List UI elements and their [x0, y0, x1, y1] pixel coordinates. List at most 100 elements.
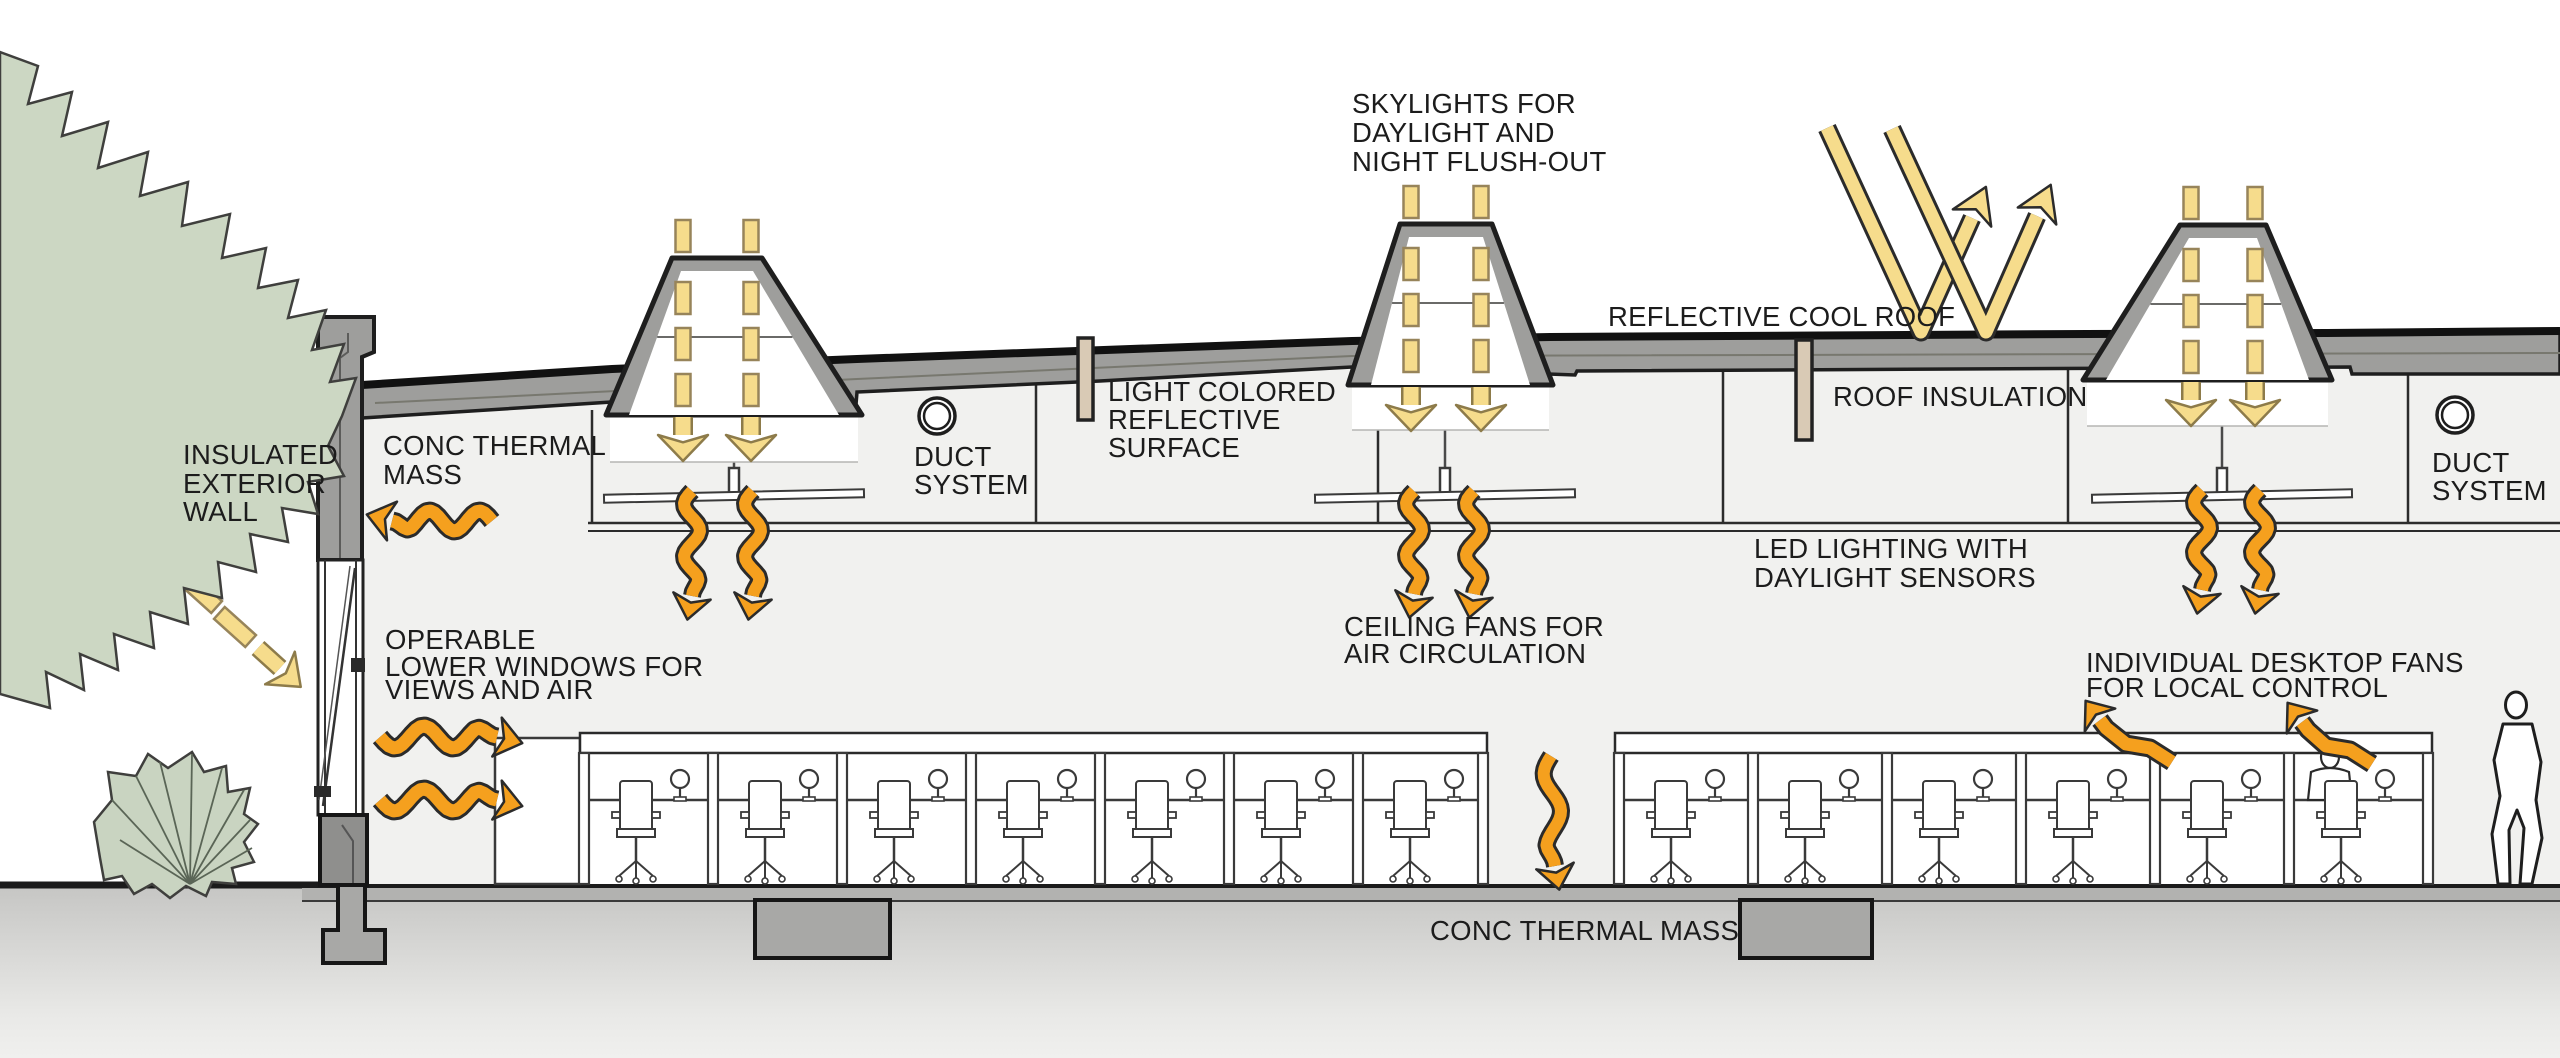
chair-caster — [1165, 875, 1173, 883]
daylight-dash — [2246, 247, 2264, 283]
chair-armrest — [1296, 811, 1306, 819]
desktop-fan — [1838, 768, 1860, 802]
chair-seat — [2053, 828, 2093, 838]
desktop-fan-head — [1972, 768, 1994, 790]
window-latch — [351, 658, 365, 672]
sun-ray-arrow — [251, 640, 302, 689]
desktop-fan-head — [1185, 768, 1207, 790]
partition-post — [2148, 751, 2162, 886]
label-line: CONC THERMAL — [383, 430, 606, 461]
wall-base-profile — [341, 824, 354, 883]
skylight-monitor — [603, 218, 865, 463]
desktop-fan — [1056, 768, 1078, 802]
standing-person — [2490, 690, 2544, 886]
desktop-fan-airflow-arrow — [2285, 701, 2378, 773]
window-open-pane — [321, 567, 357, 807]
chair-leg — [1263, 860, 1282, 877]
wall-base — [318, 813, 369, 887]
label-desktop-fans: INDIVIDUAL DESKTOP FANS FOR LOCAL CONTRO… — [2086, 647, 2463, 703]
fan-airflow-arrow-head — [2240, 584, 2280, 615]
label-conc-thermal-mass-wall: CONC THERMAL MASS — [383, 430, 606, 490]
floor-footing-left — [753, 898, 892, 960]
chair-leg — [1670, 860, 1689, 877]
label-line: DAYLIGHT SENSORS — [1754, 562, 2036, 593]
chair-leg — [2072, 860, 2091, 877]
office-chair — [1780, 780, 1830, 885]
window-airflow-arrow-shaft — [375, 782, 499, 818]
chair-caster — [2086, 875, 2094, 883]
desktop-fan — [927, 768, 949, 802]
label-line: LED LIGHTING WITH — [1754, 533, 2028, 564]
office-chair — [2316, 780, 2366, 885]
desktop-fan-head — [1838, 768, 1860, 790]
label-line: AIR CIRCULATION — [1344, 638, 1586, 669]
chair-caster — [1260, 875, 1268, 883]
label-duct-system-left: DUCT SYSTEM — [914, 441, 1029, 500]
label-line: MASS — [383, 459, 462, 490]
daylight-dash — [742, 280, 760, 316]
chair-seat — [1919, 828, 1959, 838]
daylight-down-arrow — [1384, 387, 1438, 433]
chair-leg — [1938, 860, 1957, 877]
chair-caster — [873, 875, 881, 883]
chair-caster — [1650, 875, 1658, 883]
shrub-vein — [111, 799, 191, 885]
shrub-vein — [189, 767, 223, 885]
desktop-fan-base — [802, 796, 816, 802]
label-line: SKYLIGHTS FOR — [1352, 88, 1576, 119]
desktop-fan — [1704, 768, 1726, 802]
daylight-dash — [742, 326, 760, 362]
daylight-dash — [742, 372, 760, 408]
chair-caster — [1277, 877, 1285, 885]
label-line: LOWER WINDOWS FOR — [385, 651, 703, 682]
ceiling-fan-blade — [2090, 488, 2354, 504]
fan-airflow-arrow — [2182, 483, 2222, 615]
daylight-dash — [1402, 292, 1420, 328]
daylight-dash — [1402, 184, 1420, 220]
label-line: DUCT — [2432, 447, 2510, 478]
fan-airflow-arrow — [1454, 484, 1494, 619]
label-line: EXTERIOR — [183, 468, 326, 499]
skylight-monitor — [1345, 184, 1556, 433]
chair-caster — [615, 875, 623, 883]
chair-leg — [1409, 860, 1428, 877]
office-chair — [998, 780, 1048, 885]
chair-caster — [1918, 875, 1926, 883]
fan-airflow-arrow — [1394, 484, 1434, 619]
chair-back — [2056, 780, 2090, 832]
desktop-fan-head — [798, 768, 820, 790]
chair-back — [1393, 780, 1427, 832]
light-surface-post — [1076, 336, 1095, 422]
chair-armrest — [611, 811, 621, 819]
chair-caster — [2320, 875, 2328, 883]
chair-seat — [1390, 828, 1430, 838]
chair-seat — [1132, 828, 1172, 838]
desktop-fan — [2240, 768, 2262, 802]
partition-post — [835, 751, 849, 886]
fan-airflow-arrow-shaft — [678, 486, 706, 598]
shrub-vein — [189, 847, 253, 885]
daylight-down-arrow-head — [656, 433, 710, 463]
label-line: SYSTEM — [914, 469, 1029, 500]
chair-armrest — [1914, 811, 1924, 819]
daylight-down-arrow-head — [724, 433, 778, 463]
window-hinge — [314, 786, 331, 797]
label-line: CEILING FANS FOR — [1344, 611, 1604, 642]
chair-leg — [2323, 860, 2342, 877]
thermal-mass-heat-arrow-shaft — [389, 504, 498, 538]
office-chair — [869, 780, 919, 885]
fan-airflow-arrow-head — [672, 591, 712, 621]
desktop-fan-airflow-arrow — [2083, 699, 2178, 771]
chair-back — [1006, 780, 1040, 832]
chair-caster — [649, 875, 657, 883]
label-led-lighting: LED LIGHTING WITH DAYLIGHT SENSORS — [1754, 533, 2036, 593]
chair-caster — [2337, 877, 2345, 885]
chair-caster — [1131, 875, 1139, 883]
ceiling-fan-blade — [1313, 488, 1577, 504]
daylight-dash — [2246, 293, 2264, 329]
ceiling-fan-blade — [602, 488, 866, 504]
desktop-fan-base — [2110, 796, 2124, 802]
chair-caster — [1389, 875, 1397, 883]
